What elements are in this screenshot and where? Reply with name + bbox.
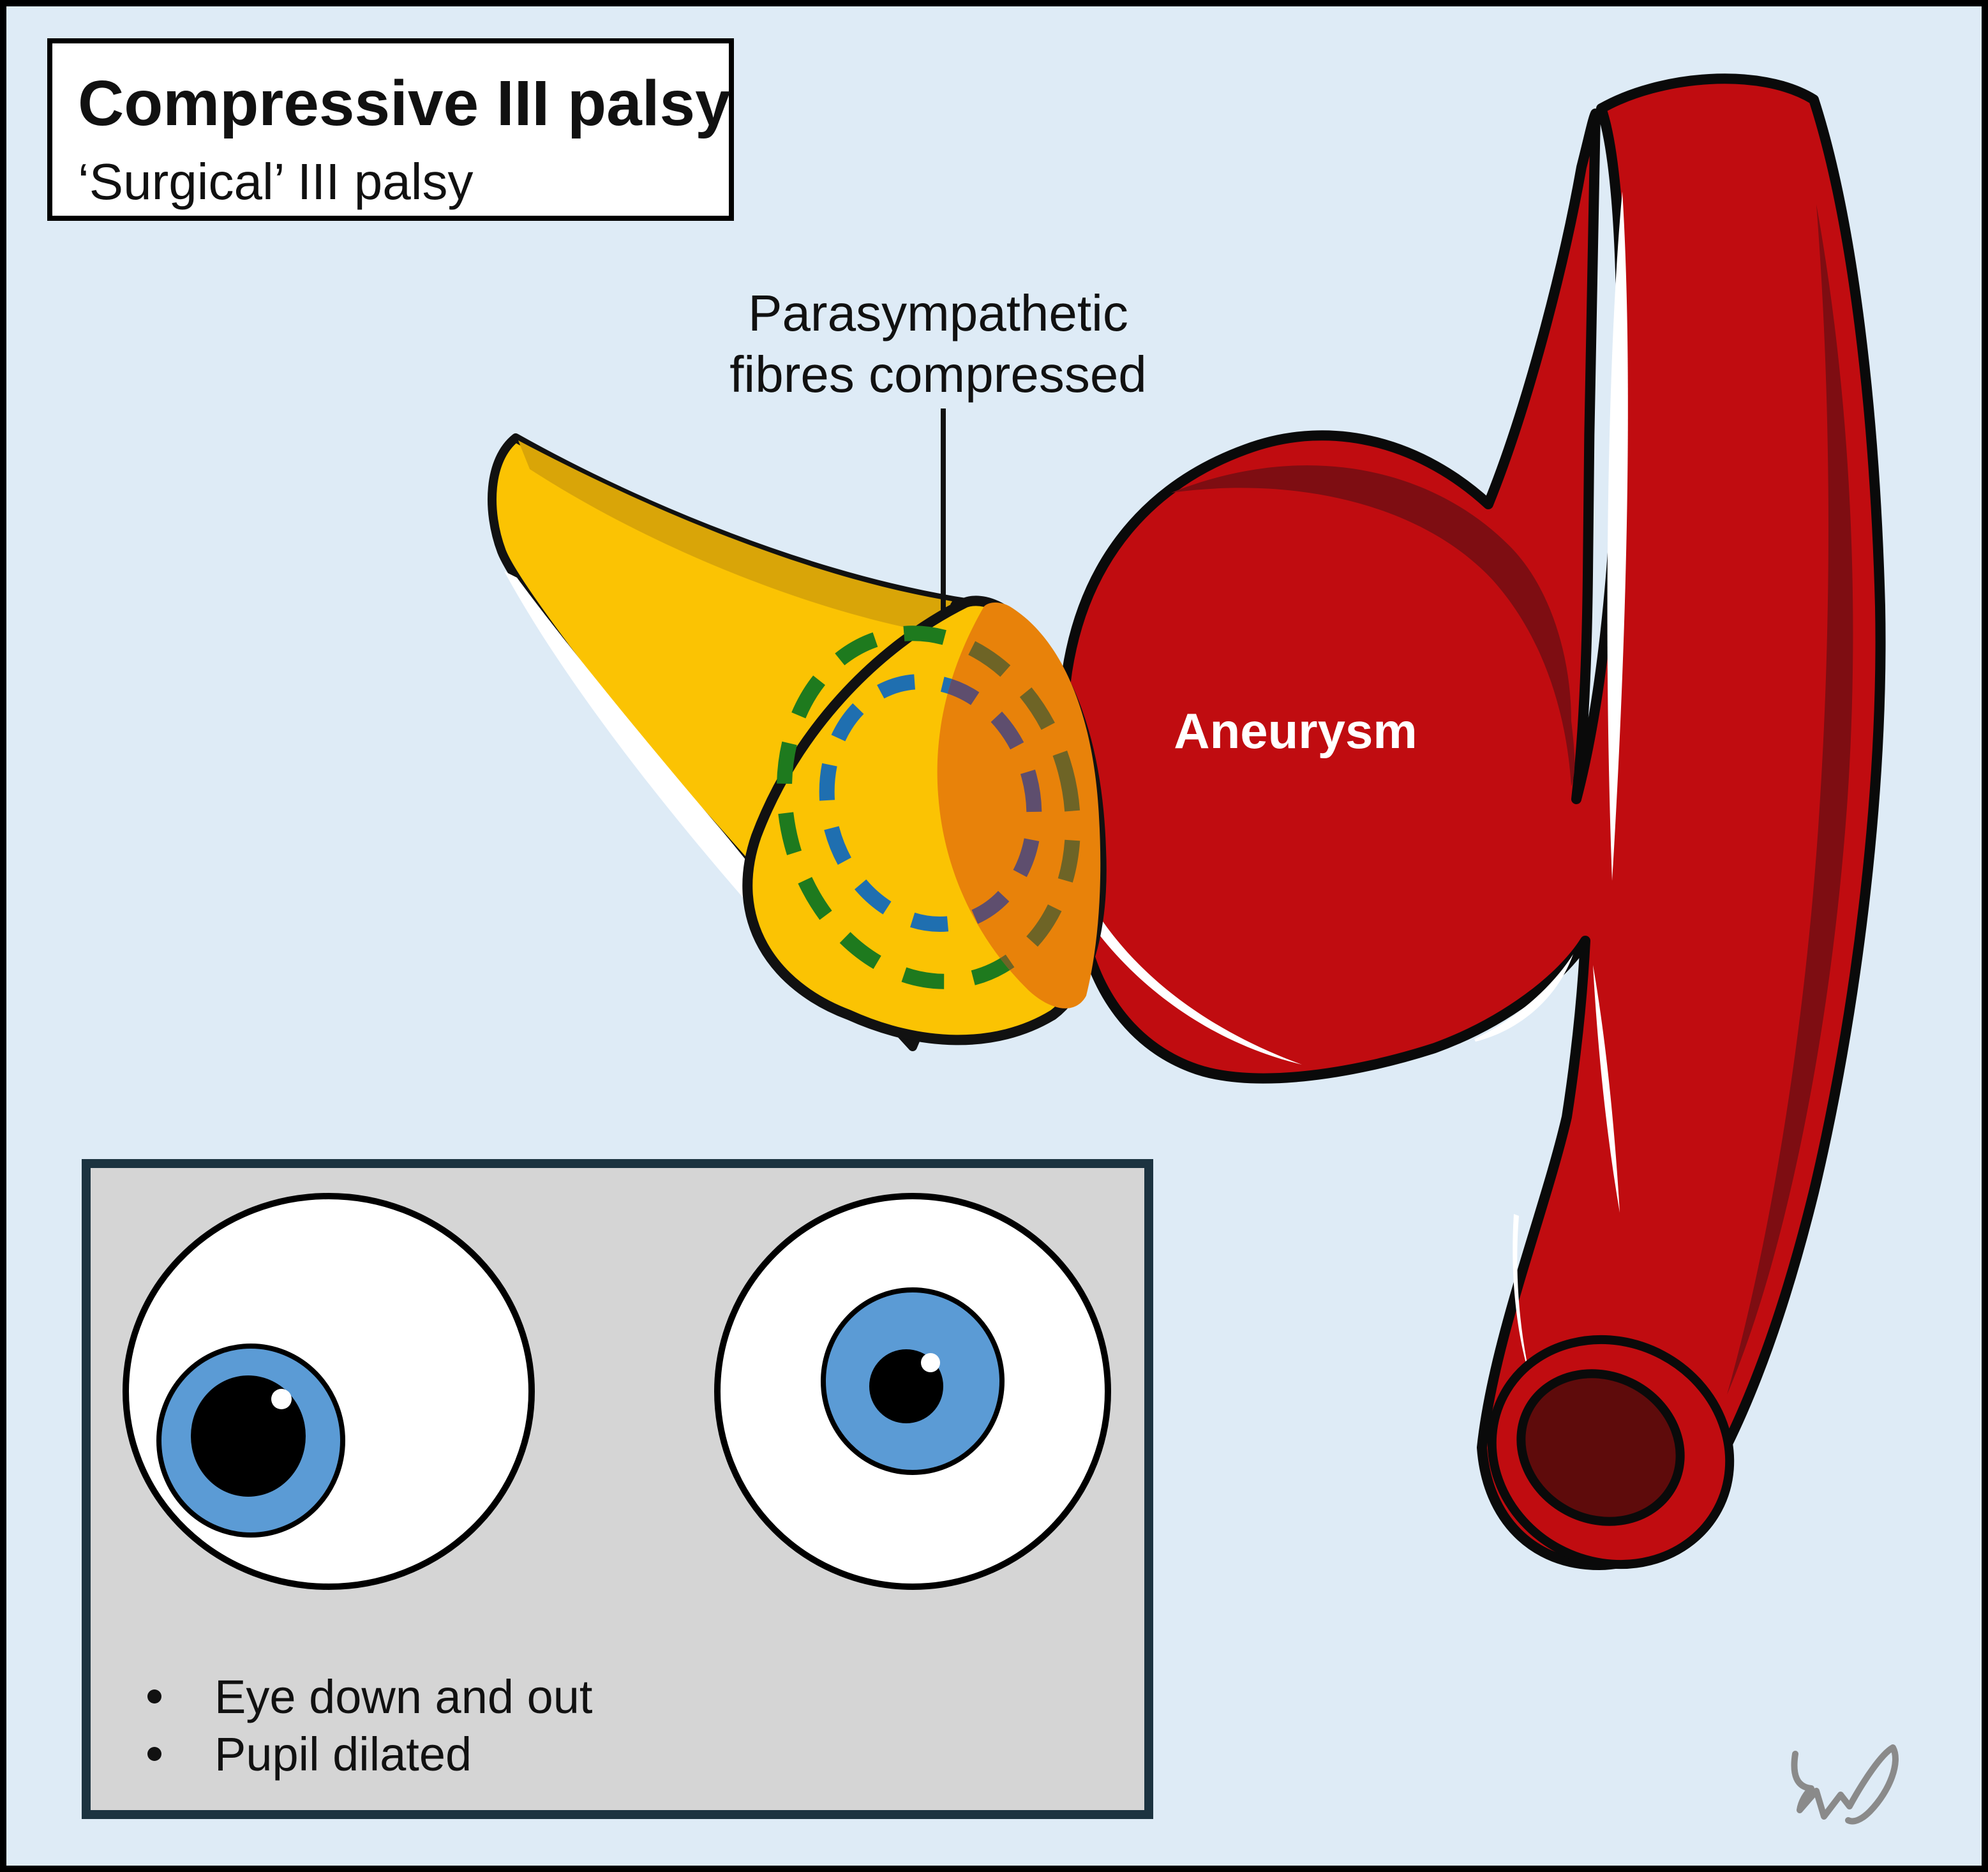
left-eye-glint bbox=[271, 1389, 292, 1409]
title-box-frame bbox=[47, 38, 734, 221]
bullet-dot bbox=[147, 1747, 161, 1761]
nerve-label-line1: Parasympathetic bbox=[748, 285, 1128, 341]
findings-list: Eye down and out Pupil dilated bbox=[147, 1670, 593, 1781]
page-title: Compressive III palsy bbox=[78, 68, 731, 139]
vessel-shade bbox=[1727, 204, 1853, 1395]
bullet-pupil-dilated: Pupil dilated bbox=[214, 1728, 472, 1781]
signature bbox=[1791, 1744, 1899, 1825]
parasympathetic-fibres-ring-compressed bbox=[937, 673, 1042, 932]
aneurysm-highlight-lower-left bbox=[1052, 811, 1302, 1065]
left-eye bbox=[123, 1193, 535, 1590]
nerve-annotation: Parasympathetic fibres compressed bbox=[729, 285, 1147, 618]
nerve-cone-shade bbox=[518, 440, 952, 633]
aneurysm-shade bbox=[1171, 465, 1575, 786]
right-eye bbox=[714, 1193, 1111, 1590]
bullet-dot bbox=[147, 1689, 161, 1704]
vessel-lumen bbox=[1516, 1369, 1685, 1526]
aneurysm-label: Aneurysm bbox=[1174, 703, 1417, 759]
page-subtitle: ‘Surgical’ III palsy bbox=[78, 153, 474, 210]
nerve-label-line2: fibres compressed bbox=[729, 346, 1147, 403]
title-box: Compressive III palsy ‘Surgical’ III pal… bbox=[47, 38, 734, 221]
oculomotor-nerve bbox=[487, 433, 1107, 1051]
vessel-highlight-lower bbox=[1513, 1214, 1530, 1379]
vessel-highlight-upper bbox=[1607, 191, 1628, 881]
eyes-panel: Eye down and out Pupil dilated bbox=[82, 1159, 1153, 1819]
aneurysm-and-vessel: Aneurysm bbox=[1052, 73, 1886, 1570]
right-eye-glint bbox=[921, 1353, 940, 1372]
vessel-highlight-mid bbox=[1593, 965, 1620, 1213]
bullet-eye-down-and-out: Eye down and out bbox=[214, 1670, 593, 1723]
aneurysm-vessel-body bbox=[1055, 73, 1886, 1570]
